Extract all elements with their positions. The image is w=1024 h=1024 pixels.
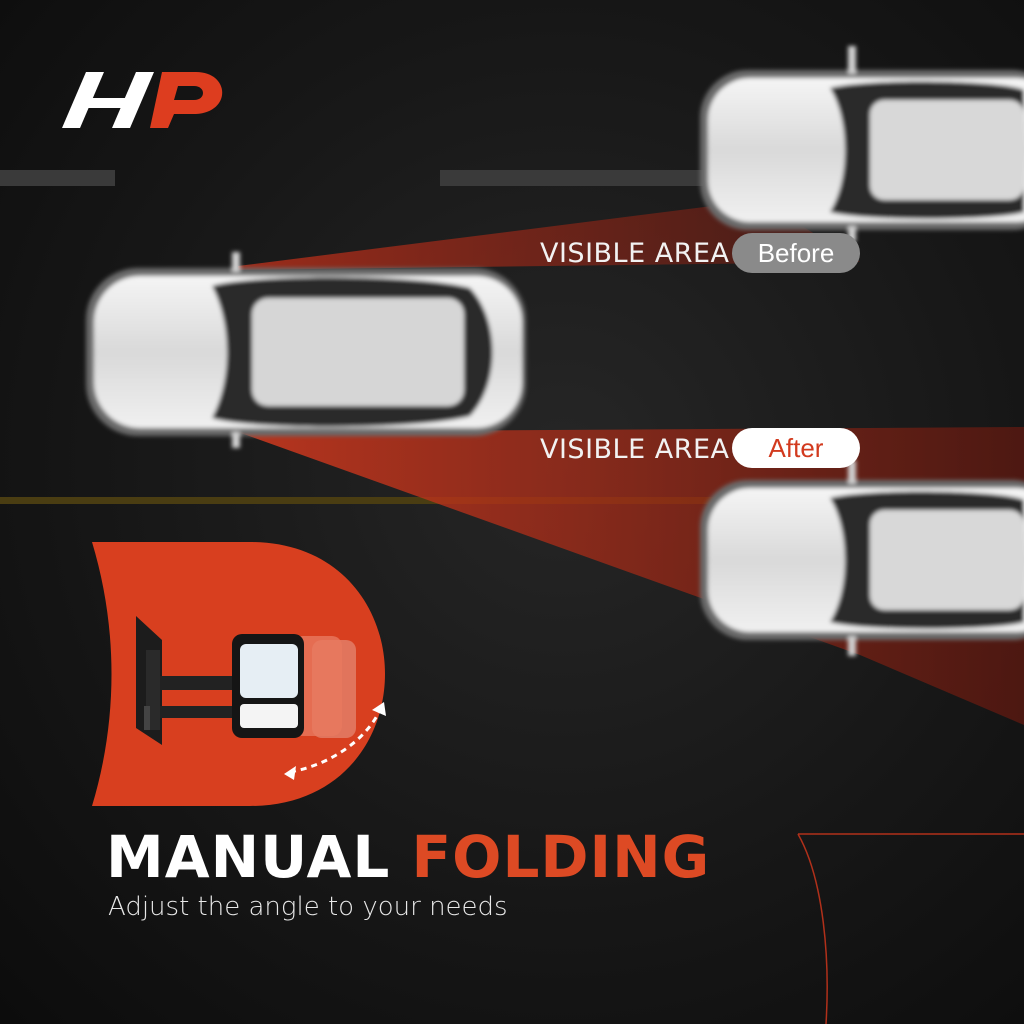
before-badge: Before xyxy=(732,233,860,273)
visible-area-label-after: VISIBLE AREA xyxy=(540,434,730,465)
visible-area-before-cone xyxy=(238,200,860,270)
headline-word-manual: MANUAL xyxy=(106,823,391,891)
subtitle: Adjust the angle to your needs xyxy=(108,892,508,922)
after-badge: After xyxy=(732,428,860,468)
headline: MANUAL FOLDING xyxy=(106,822,710,892)
fold-arrow-icon xyxy=(284,702,386,780)
lane-marking xyxy=(0,170,115,186)
decorative-outline xyxy=(797,833,1024,1024)
lane-marking-yellow xyxy=(0,497,720,504)
car-icon xyxy=(86,252,526,448)
tow-mirror-icon xyxy=(136,616,356,745)
brand-logo-icon xyxy=(62,72,223,128)
headline-word-folding: FOLDING xyxy=(411,823,711,891)
car-icon xyxy=(700,460,1024,656)
car-icon xyxy=(700,46,1024,242)
visible-area-label-before: VISIBLE AREA xyxy=(540,238,730,269)
